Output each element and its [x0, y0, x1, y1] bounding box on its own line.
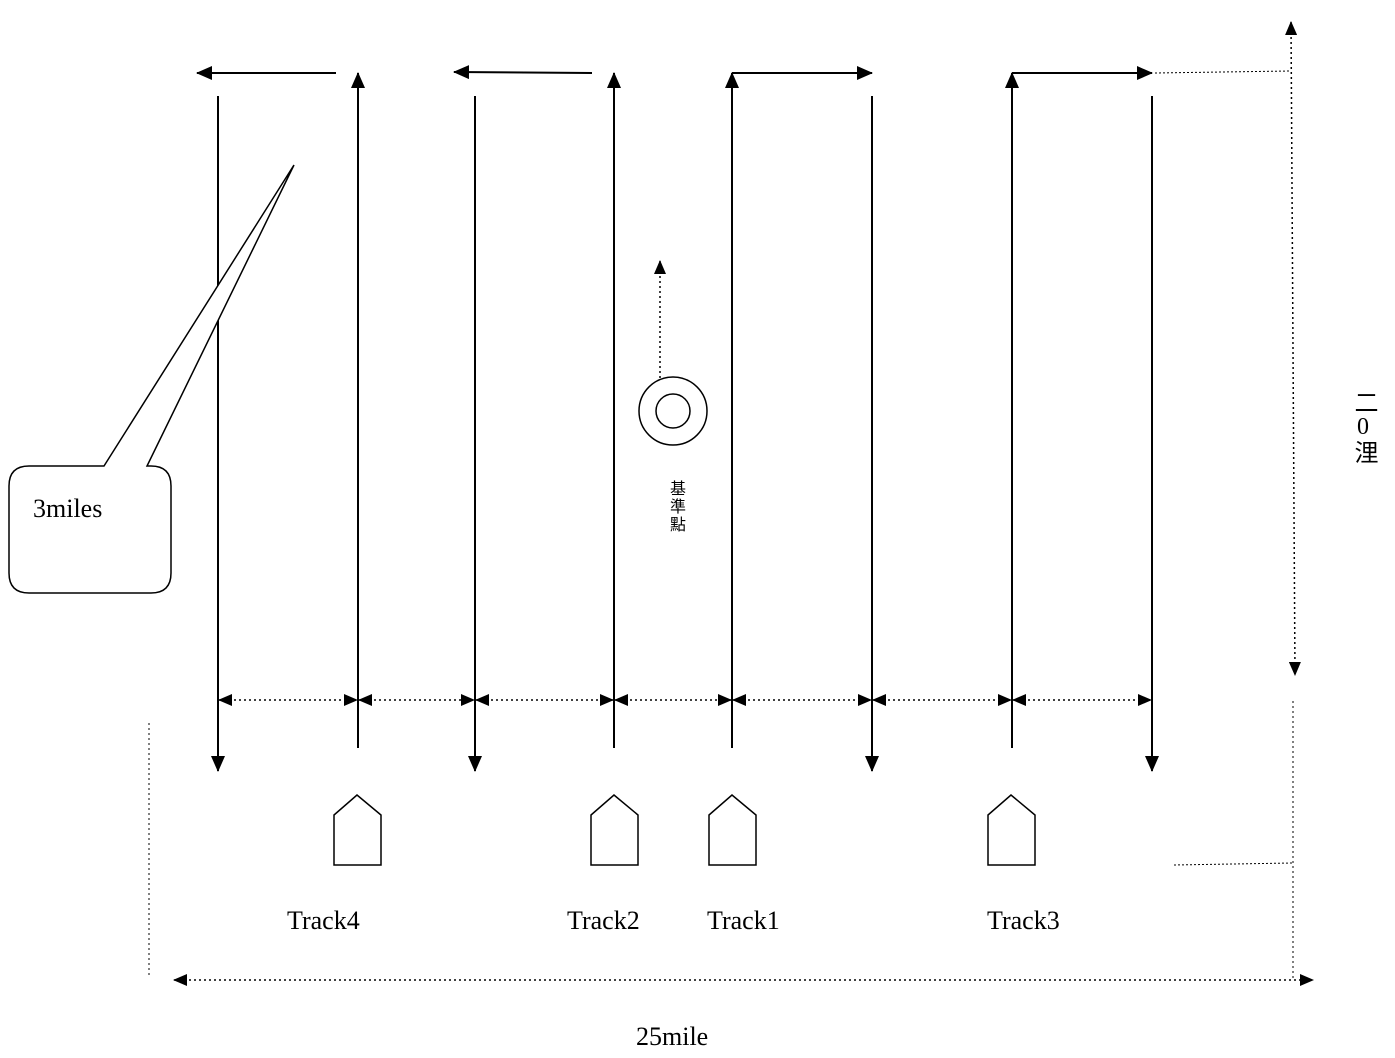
- vessel-icon: [590, 794, 639, 866]
- track3-lane: [1005, 66, 1159, 772]
- width-right-extension-tick: [1173, 862, 1293, 866]
- reference-point-marker: [638, 260, 708, 446]
- track2-label: Track2: [567, 906, 640, 935]
- vessel-icons: [333, 794, 1036, 866]
- track2-crossover-leg: [453, 65, 593, 80]
- callout-bubble: [8, 164, 295, 594]
- area-height-label: 二0浬: [1350, 390, 1376, 464]
- track-spacing-callout-text: 3miles: [33, 494, 103, 523]
- height-dimension: [1154, 21, 1301, 676]
- vessel-icon: [987, 794, 1036, 866]
- track3-label: Track3: [987, 906, 1060, 935]
- track1-lane: [725, 66, 879, 772]
- track2-lane: [453, 65, 621, 772]
- track4-lane: [196, 66, 365, 772]
- vessel-icon: [333, 794, 382, 866]
- area-width-label: 25mile: [636, 1022, 709, 1051]
- reference-inner-ring: [655, 393, 691, 429]
- track1-label: Track1: [707, 906, 780, 935]
- track4-label: Track4: [287, 906, 360, 935]
- reference-point-label: 基準點: [667, 480, 684, 534]
- vessel-icon: [708, 794, 757, 866]
- width-dimension: [148, 701, 1314, 986]
- height-extension-line: [1154, 70, 1291, 74]
- height-arrow: [1285, 21, 1301, 676]
